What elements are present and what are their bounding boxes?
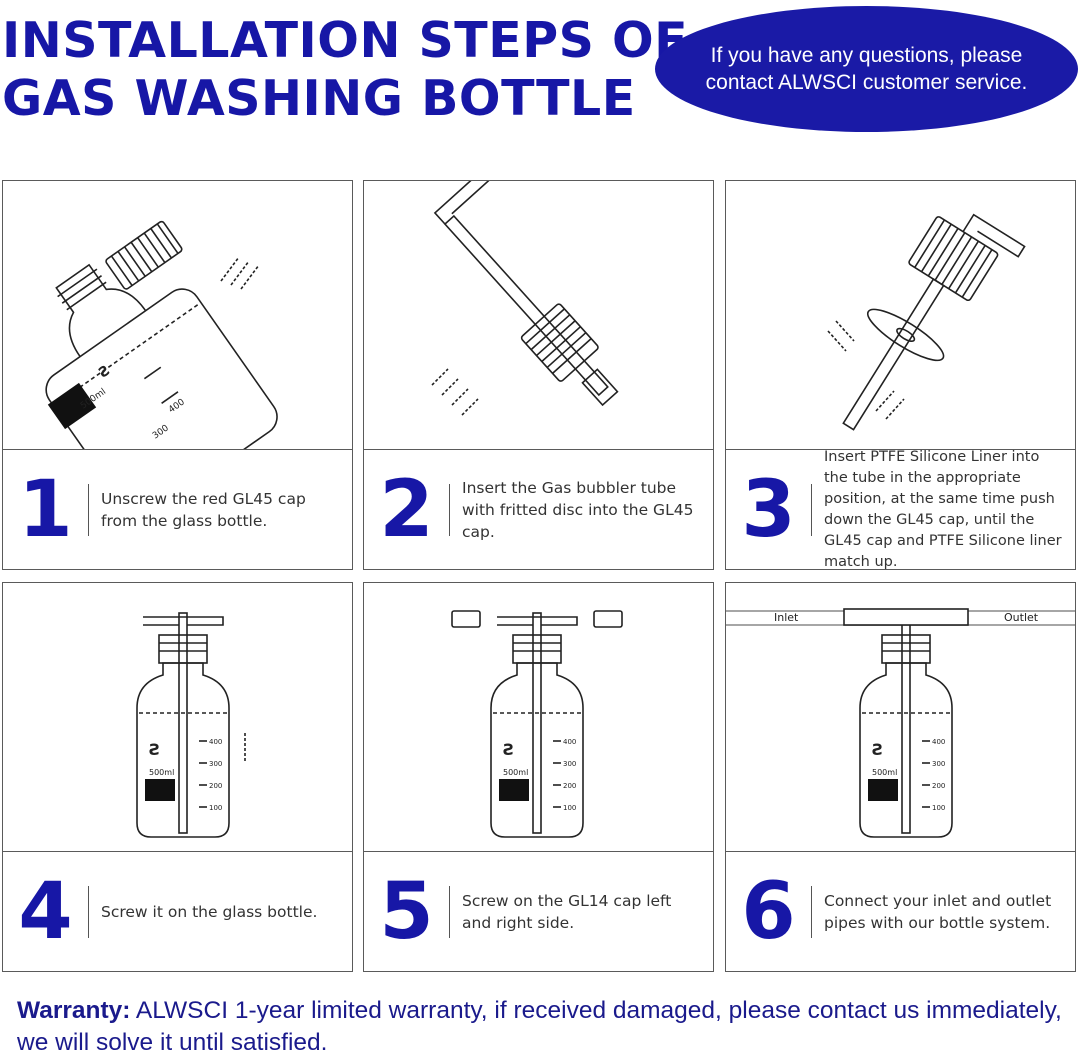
step-6-number: 6 <box>741 866 796 957</box>
outlet-label: Outlet <box>1004 611 1039 624</box>
svg-text:300: 300 <box>563 760 576 768</box>
step-2-text: Insert the Gas bubbler tube with fritted… <box>462 478 694 541</box>
step-card-6: Inlet Outlet Ƨ 500ml 400 300 200 100 6 C… <box>725 582 1076 972</box>
step-6-illustration: Inlet Outlet Ƨ 500ml 400 300 200 100 <box>726 583 1075 852</box>
svg-text:100: 100 <box>209 804 222 812</box>
svg-text:300: 300 <box>932 760 945 768</box>
divider <box>811 483 812 536</box>
svg-text:400: 400 <box>563 738 576 746</box>
step-2-illustration <box>364 181 713 450</box>
step-3-text: Insert PTFE Silicone Liner into the tube… <box>824 448 1062 570</box>
step-card-3: 3 Insert PTFE Silicone Liner into the tu… <box>725 180 1076 570</box>
title-line-2: GAS WASHING BOTTLE <box>2 70 636 127</box>
title-line-1: INSTALLATION STEPS OF <box>2 12 689 69</box>
step-2-number: 2 <box>379 464 434 555</box>
step-3-illustration <box>726 181 1075 450</box>
customer-service-notice: If you have any questions, please contac… <box>655 6 1078 132</box>
step-5-illustration: Ƨ 500ml 400 300 200 100 <box>364 583 713 852</box>
step-card-2: 2 Insert the Gas bubbler tube with fritt… <box>363 180 714 570</box>
svg-text:300: 300 <box>209 760 222 768</box>
page-title: INSTALLATION STEPS OF GAS WASHING BOTTLE <box>2 12 688 128</box>
step-3-number: 3 <box>741 464 796 555</box>
step-4-illustration: Ƨ 500ml 400 300 200 100 <box>3 583 352 852</box>
svg-text:200: 200 <box>932 782 945 790</box>
warranty-label: Warranty: <box>17 997 131 1024</box>
divider <box>88 885 89 938</box>
divider <box>449 885 450 938</box>
step-card-5: Ƨ 500ml 400 300 200 100 5 Screw on the G… <box>363 582 714 972</box>
svg-text:Ƨ: Ƨ <box>503 740 515 759</box>
svg-text:500ml: 500ml <box>872 768 897 777</box>
svg-text:100: 100 <box>563 804 576 812</box>
svg-text:400: 400 <box>167 397 187 415</box>
warranty-note: Warranty: ALWSCI 1-year limited warranty… <box>17 995 1077 1059</box>
step-4-number: 4 <box>18 866 73 957</box>
step-5-number: 5 <box>379 866 434 957</box>
step-card-1: Ƨ 500ml 400 300 1 Unscrew the red GL45 c… <box>2 180 353 570</box>
step-5-text: Screw on the GL14 cap left and right sid… <box>462 891 672 932</box>
step-6-text: Connect your inlet and outlet pipes with… <box>824 891 1052 932</box>
svg-text:Ƨ: Ƨ <box>149 740 161 759</box>
svg-text:100: 100 <box>932 804 945 812</box>
step-card-4: Ƨ 500ml 400 300 200 100 4 Screw it on th… <box>2 582 353 972</box>
step-1-text: Unscrew the red GL45 cap from the glass … <box>101 489 306 530</box>
svg-text:Ƨ: Ƨ <box>872 740 884 759</box>
svg-text:200: 200 <box>563 782 576 790</box>
warranty-text: ALWSCI 1-year limited warranty, if recei… <box>17 997 1062 1056</box>
svg-text:500ml: 500ml <box>503 768 528 777</box>
divider <box>811 885 812 938</box>
svg-text:400: 400 <box>932 738 945 746</box>
notice-line-1: If you have any questions, please <box>710 44 1023 67</box>
notice-line-2: contact ALWSCI customer service. <box>705 71 1028 94</box>
step-4-text: Screw it on the glass bottle. <box>101 902 318 921</box>
step-1-illustration: Ƨ 500ml 400 300 <box>3 181 352 450</box>
svg-text:300: 300 <box>151 423 171 441</box>
svg-text:200: 200 <box>209 782 222 790</box>
bottle-label-block <box>47 382 97 430</box>
svg-text:400: 400 <box>209 738 222 746</box>
divider <box>88 483 89 536</box>
divider <box>449 483 450 536</box>
inlet-label: Inlet <box>774 611 799 624</box>
svg-text:500ml: 500ml <box>149 768 174 777</box>
step-1-number: 1 <box>18 464 73 555</box>
